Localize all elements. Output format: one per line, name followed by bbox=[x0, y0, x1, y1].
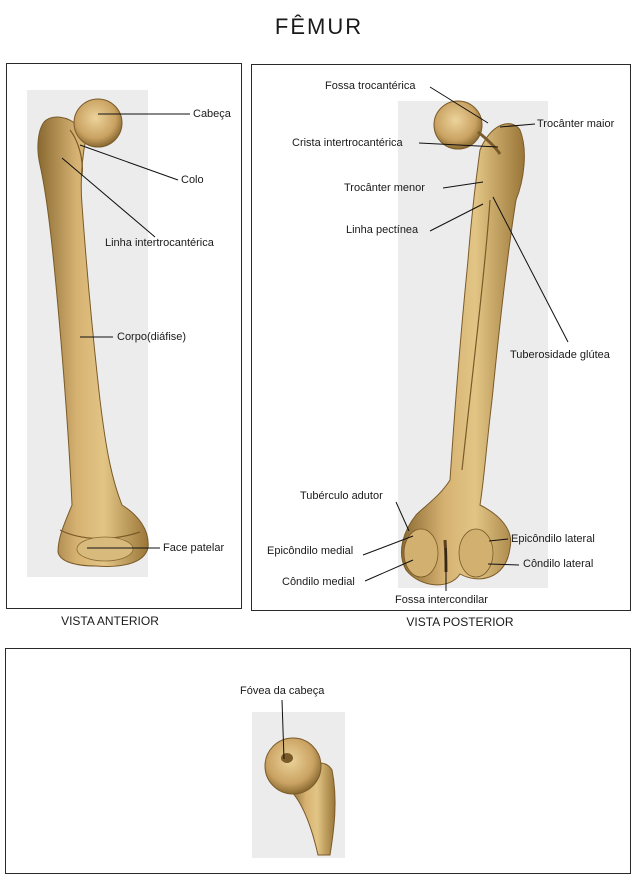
label-fovea-da-cabeca: Fóvea da cabeça bbox=[240, 685, 325, 697]
label-face-patelar: Face patelar bbox=[163, 542, 225, 554]
label-trocanter-maior: Trocânter maior bbox=[537, 118, 615, 130]
label-linha-intertrocanterica: Linha intertrocantérica bbox=[105, 237, 214, 249]
label-crista-intertrocanterica: Crista intertrocantérica bbox=[292, 137, 403, 149]
label-condilo-medial: Côndilo medial bbox=[282, 576, 355, 588]
label-epicondilo-medial: Epicôndilo medial bbox=[267, 545, 354, 557]
leader-lines bbox=[61, 86, 569, 760]
label-fossa-intercondilar: Fossa intercondilar bbox=[395, 594, 488, 606]
femoral-head-detail bbox=[264, 737, 336, 856]
caption-vista-anterior: VISTA ANTERIOR bbox=[61, 614, 159, 628]
page-title: FÊMUR bbox=[274, 14, 364, 39]
label-condilo-lateral: Côndilo lateral bbox=[523, 558, 594, 570]
posterior-femur-bone bbox=[401, 100, 525, 586]
label-tuberculo-adutor: Tubérculo adutor bbox=[300, 490, 383, 502]
label-fossa-trocanterica: Fossa trocantérica bbox=[325, 80, 416, 92]
label-corpo-diafise: Corpo(diáfise) bbox=[117, 331, 187, 343]
label-colo: Colo bbox=[181, 174, 204, 186]
label-linha-pectinea: Linha pectínea bbox=[346, 224, 419, 236]
anterior-femur-bone bbox=[37, 98, 149, 567]
label-cabeca: Cabeça bbox=[193, 108, 231, 120]
label-epicondilo-lateral: Epicôndilo lateral bbox=[511, 533, 595, 545]
caption-vista-posterior: VISTA POSTERIOR bbox=[406, 615, 514, 629]
label-trocanter-menor: Trocânter menor bbox=[344, 182, 425, 194]
label-tuberosidade-glutea: Tuberosidade glútea bbox=[510, 349, 610, 361]
